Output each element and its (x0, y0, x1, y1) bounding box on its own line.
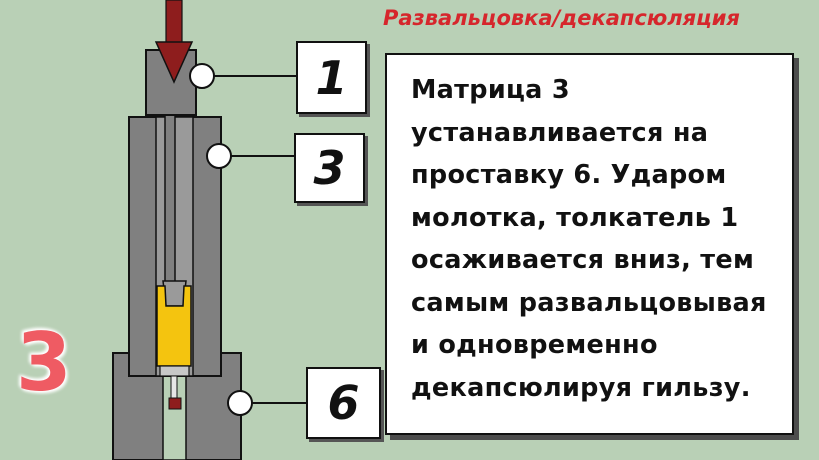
callout-dot-3 (206, 143, 232, 169)
description-line: устанавливается на (411, 117, 709, 148)
cartridge-base (159, 365, 190, 377)
step-number: 3 (16, 316, 72, 409)
diagram-title: Развальцовка/декапсюляция (383, 6, 740, 30)
description-line: самым развальцовывая (411, 287, 767, 318)
callout-label-1: 1 (296, 41, 367, 114)
description-line: Матрица 3 (411, 75, 570, 105)
decapping-rod (164, 112, 176, 294)
description-line: проставку 6. Ударом (411, 160, 727, 190)
spent-primer (168, 397, 182, 410)
description-line: осаживается вниз, тем (411, 245, 755, 275)
description-box: Матрица 3 устанавливается на проставку 6… (385, 53, 794, 435)
description-line: и одновременно (411, 330, 658, 360)
description-line: молотка, толкатель 1 (411, 202, 739, 233)
callout-dot-1 (189, 63, 215, 89)
description-line: декапсюлируя гильзу. (411, 372, 751, 403)
callout-label-6: 6 (306, 367, 381, 439)
callout-dot-6 (227, 390, 253, 416)
callout-label-3: 3 (294, 133, 365, 203)
decapping-pin (170, 375, 178, 399)
down-arrow-icon (154, 0, 194, 84)
